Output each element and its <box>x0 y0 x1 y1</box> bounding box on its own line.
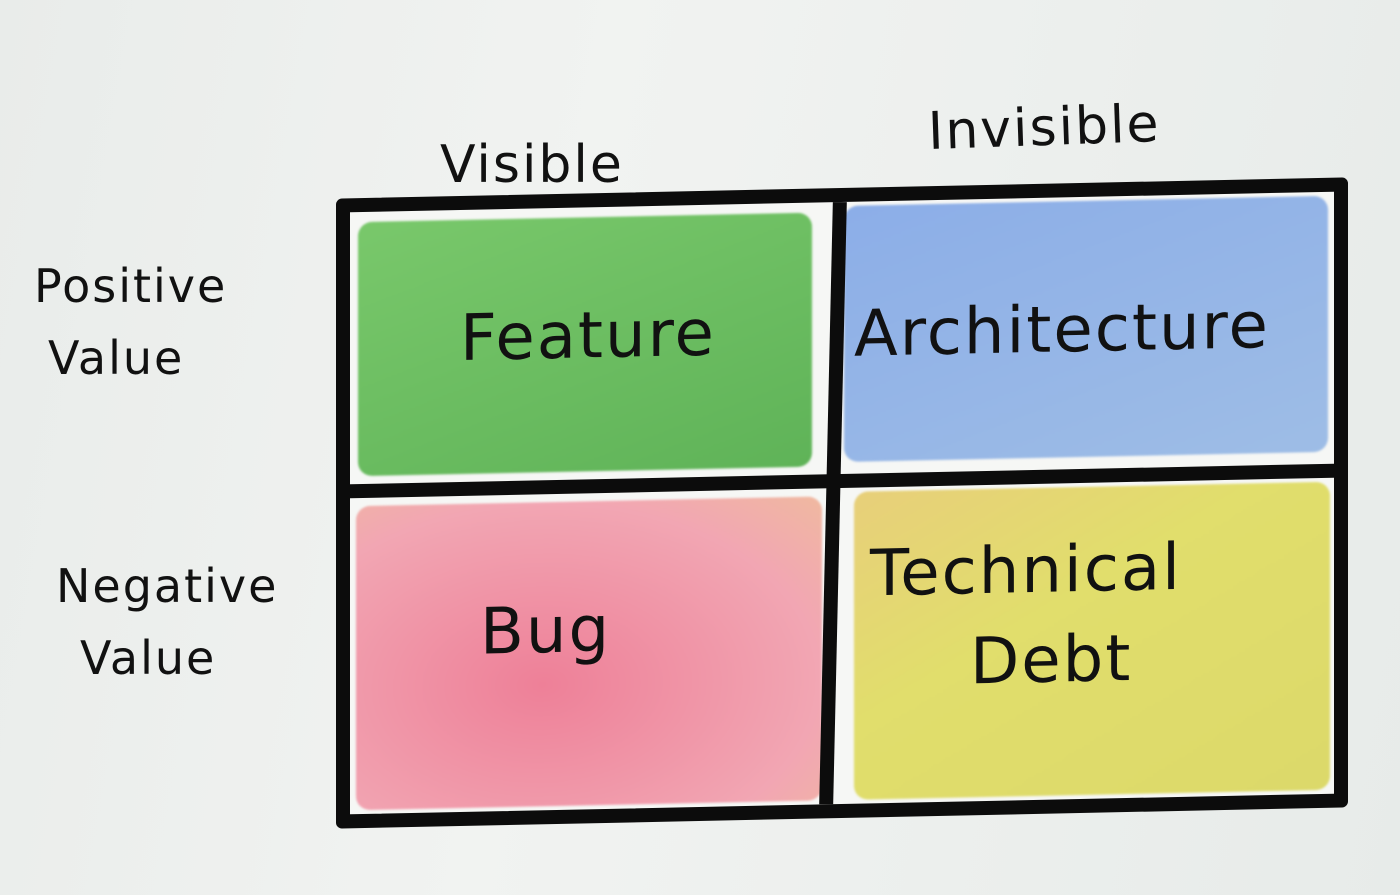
row-label-line: Value <box>80 631 217 685</box>
row-label-line: Positive <box>34 259 228 313</box>
quadrant-bug: Bug <box>350 488 826 814</box>
quadrant-label: Architecture <box>854 289 1270 372</box>
quadrant-label-line1: Technical <box>870 530 1182 612</box>
row-label-positive-value: Positive Value <box>34 250 227 394</box>
quadrant-label: Feature <box>460 296 716 377</box>
quadrant-label-line2: Debt <box>970 621 1133 700</box>
column-label-visible: Visible <box>440 135 624 195</box>
quadrant-grid: Feature Architecture Bug Technical Debt <box>336 177 1348 829</box>
column-label-invisible: Invisible <box>927 93 1162 163</box>
row-label-line: Negative <box>56 559 279 613</box>
quadrant-technical-debt: Technical Debt <box>840 478 1334 804</box>
quadrant-label: Bug <box>480 592 612 670</box>
quadrant-feature: Feature <box>350 202 826 484</box>
row-label-negative-value: Negative Value <box>56 550 278 694</box>
row-label-line: Value <box>48 331 185 385</box>
quadrant-architecture: Architecture <box>840 192 1334 474</box>
